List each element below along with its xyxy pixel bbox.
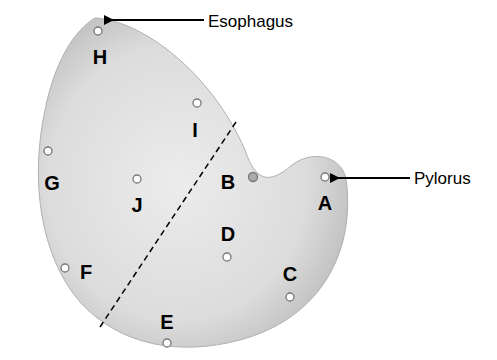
stomach-outline [38, 18, 347, 347]
point-letter: E [160, 312, 173, 332]
point-letter: B [221, 172, 235, 192]
sample-points [44, 27, 329, 347]
esophagus-arrow [112, 19, 204, 21]
point-letter: J [131, 195, 142, 215]
point-letter: I [192, 120, 198, 140]
point-letter: H [93, 47, 107, 67]
point-letter: F [80, 262, 92, 282]
point-letter: C [283, 264, 297, 284]
point-letter: A [318, 193, 332, 213]
dividing-line [100, 122, 236, 327]
pylorus-arrow [338, 177, 410, 179]
point-letter: D [221, 224, 235, 244]
organ-part-label: Pylorus [414, 170, 471, 187]
organ-part-label: Esophagus [208, 13, 293, 30]
point-letter: G [44, 173, 60, 193]
